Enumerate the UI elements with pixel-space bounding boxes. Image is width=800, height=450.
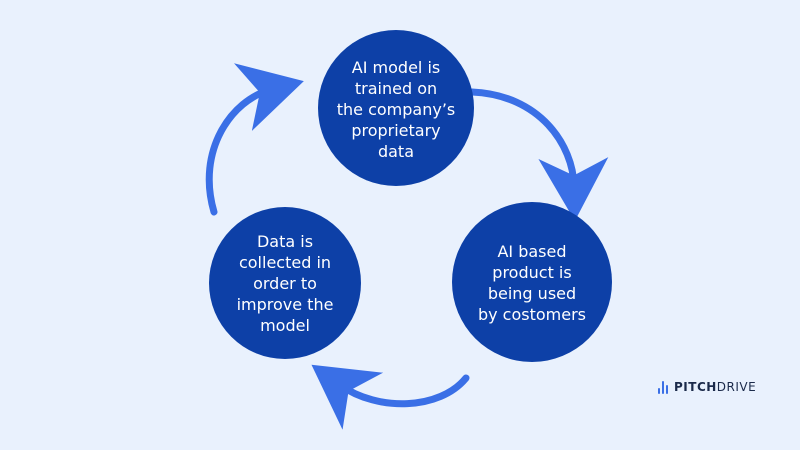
arrow-collect-to-train bbox=[205, 63, 304, 216]
brand-name-part2: DRIVE bbox=[716, 380, 757, 394]
node-collect-circle bbox=[209, 207, 361, 359]
brand-logo: PITCHDRIVE bbox=[658, 378, 756, 396]
node-train-label: AI model is trained on the company’s pro… bbox=[336, 58, 456, 161]
arrow-train-to-use bbox=[468, 88, 609, 221]
bar-chart-icon bbox=[658, 380, 668, 394]
node-collect-label: Data is collected in order to improve th… bbox=[236, 232, 334, 335]
arrow-use-to-collect bbox=[311, 364, 470, 430]
node-train-circle bbox=[318, 30, 474, 186]
node-use-label: AI based product is being used by costom… bbox=[477, 242, 587, 324]
node-use-circle bbox=[452, 202, 612, 362]
brand-name: PITCHDRIVE bbox=[674, 380, 756, 394]
brand-name-part1: PITCH bbox=[674, 380, 717, 394]
